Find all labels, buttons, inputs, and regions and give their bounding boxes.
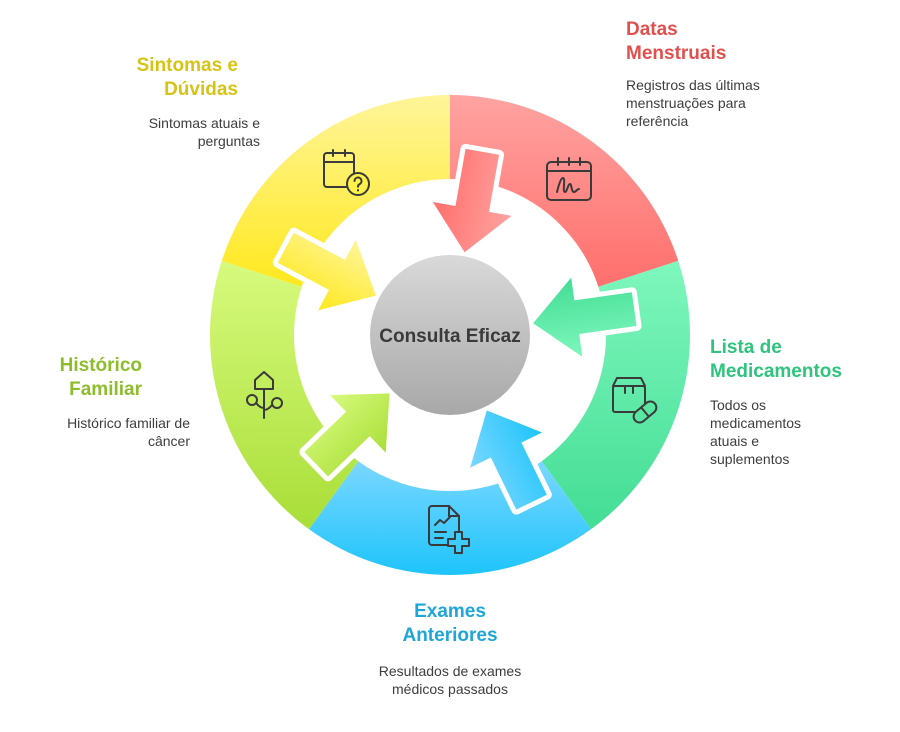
calendar-signature-icon: [546, 157, 592, 201]
arrow-exames: [465, 405, 552, 515]
calendar-question-icon: [323, 149, 370, 196]
arrow-datas: [427, 143, 517, 258]
medicamentos-description: Todos os medicamentos atuais e suplement…: [710, 397, 802, 467]
arrow-historico: [299, 388, 395, 482]
datas-title: Datas Menstruais: [626, 19, 727, 64]
ring-segment-medicamentos: [541, 260, 690, 530]
datas-description: Registros das últimas menstruações para …: [626, 77, 760, 129]
arrow-medicamentos: [528, 272, 642, 362]
arrow-sintomas-fill: [277, 232, 376, 311]
center-circle: [370, 255, 530, 415]
sintomas-description: Sintomas atuais e perguntas: [148, 115, 260, 149]
arrow-sintomas: [272, 227, 381, 316]
arrow-medicamentos-fill: [533, 277, 637, 357]
exames-description: Resultados de exames médicos passados: [378, 663, 522, 697]
arrow-datas-fill: [432, 148, 512, 253]
historico-title: Histórico Familiar: [59, 355, 142, 400]
medical-report-icon: [428, 505, 470, 554]
sintomas-title: Sintomas e Dúvidas: [136, 55, 238, 100]
center-label: Consulta Eficaz: [379, 326, 520, 347]
exames-title: Exames Anteriores: [402, 601, 498, 646]
arrow-historico-fill: [304, 393, 390, 477]
ring-segment-sintomas: [221, 95, 450, 287]
historico-description: Histórico familiar de câncer: [67, 415, 190, 449]
family-tree-icon: [246, 371, 283, 419]
arrow-exames-fill: [470, 410, 547, 510]
medicamentos-title: Lista de Medicamentos: [710, 337, 842, 382]
medicine-box-pill-icon: [612, 377, 658, 424]
